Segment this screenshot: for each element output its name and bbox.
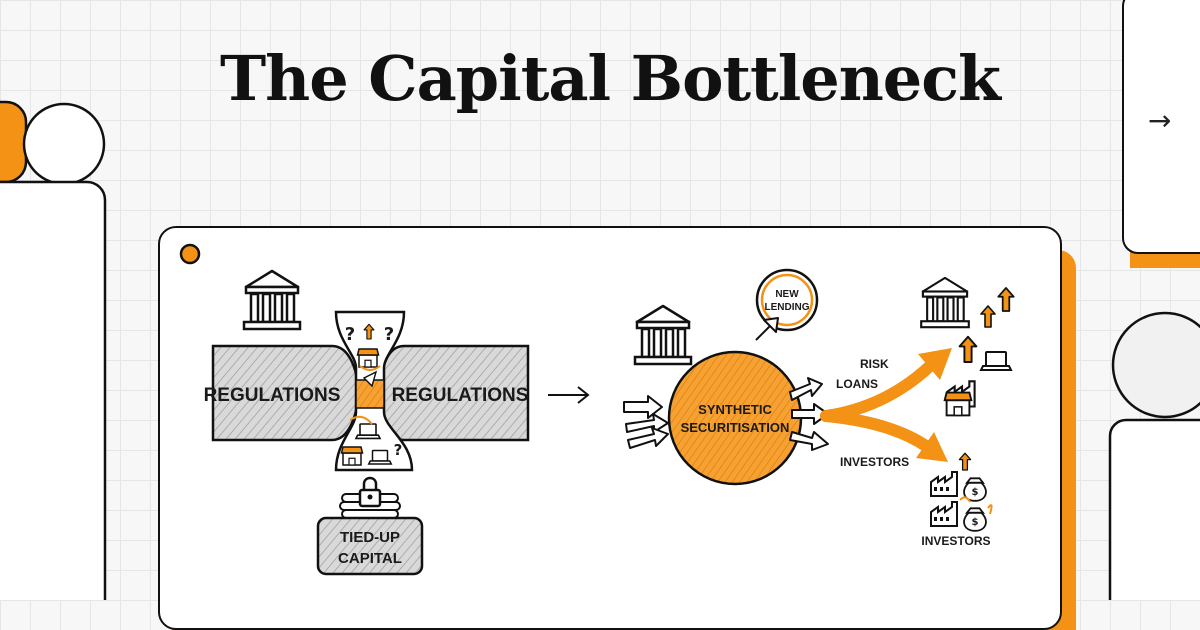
- loans-label: LOANS: [836, 377, 878, 391]
- factory-icon: [930, 471, 958, 497]
- shop-icon: [356, 348, 380, 368]
- up-arrow-icon: [958, 452, 972, 471]
- investors-bottom-label: INVESTORS: [921, 534, 990, 548]
- up-arrow-icon: [958, 335, 978, 363]
- regulations-right-label: REGULATIONS: [392, 385, 529, 406]
- factory-icon: [930, 501, 958, 527]
- next-slide-card[interactable]: [1122, 0, 1200, 254]
- right-circle: [1111, 311, 1200, 419]
- up-arrow-icon: [997, 287, 1015, 312]
- investors-mid-label: INVESTORS: [840, 455, 909, 469]
- right-lower-card: [1108, 418, 1200, 600]
- padlock-icon: [339, 476, 401, 519]
- input-arrows: [623, 395, 669, 449]
- accent-dot: [179, 243, 201, 265]
- left-card: [0, 180, 107, 600]
- tied-up-capital-line1: TIED-UP: [340, 529, 400, 546]
- decorative-shapes: [0, 100, 1200, 600]
- laptop-icon: [355, 423, 381, 440]
- arrow-right-icon: [548, 386, 590, 404]
- regulations-left-label: REGULATIONS: [204, 385, 341, 406]
- dollar-sign: $: [972, 487, 979, 498]
- new-lending-line1: NEW: [775, 289, 799, 300]
- tiny-laptop-icon: [362, 370, 378, 388]
- arrow-right-icon[interactable]: →: [1148, 104, 1172, 137]
- synthetic-securitisation-circle: [667, 350, 803, 486]
- bank-icon: [920, 276, 970, 329]
- new-lending-line2: LENDING: [765, 302, 810, 313]
- split-flow-arrows: [820, 348, 952, 462]
- laptop-icon: [368, 449, 392, 465]
- tied-up-capital-line2: CAPITAL: [338, 550, 402, 567]
- laptop-icon: [980, 351, 1012, 371]
- synthetic-line1: SYNTHETIC: [698, 402, 772, 417]
- question-mark: ?: [345, 324, 355, 345]
- bottleneck-diagram: REGULATIONS REGULATIONS ? ? ? TIED-UP CA…: [179, 243, 1015, 576]
- question-mark: ?: [384, 324, 394, 345]
- shop-icon: [943, 391, 973, 417]
- new-lending-circle: [755, 268, 819, 332]
- tied-up-capital-box: [316, 516, 424, 576]
- bank-icon: [242, 269, 302, 331]
- output-arrows: [789, 377, 829, 451]
- right-orange-strip: [1130, 252, 1200, 268]
- synthetic-line2: SECURITISATION: [681, 420, 790, 435]
- shop-icon: [340, 446, 364, 466]
- risk-label: RISK: [860, 357, 889, 371]
- page-title: The Capital Bottleneck: [220, 42, 1001, 115]
- question-mark: ?: [394, 441, 403, 459]
- up-arrow-icon: [980, 305, 996, 328]
- dollar-sign: $: [972, 517, 979, 528]
- bank-icon: [633, 304, 693, 366]
- down-arrow-icon: [755, 317, 779, 341]
